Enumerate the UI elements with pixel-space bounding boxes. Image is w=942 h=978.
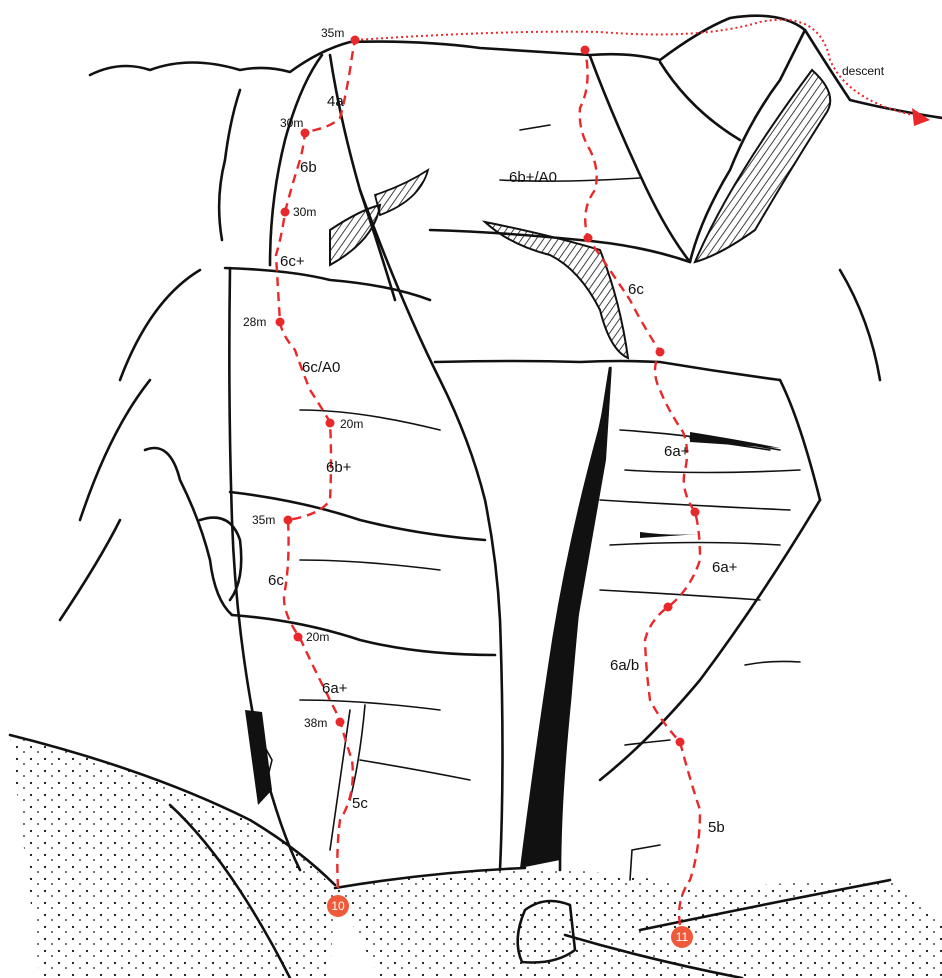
belay-length: 28m (243, 315, 266, 329)
pitch-grade: 6a+ (322, 680, 348, 697)
pitch-grade: 6b (300, 159, 317, 176)
belay-length: 20m (306, 630, 329, 644)
belay-length: 38m (304, 716, 327, 730)
pitch-grade: 6a/b (610, 657, 639, 674)
belay-anchor (284, 516, 293, 525)
belay-anchor (581, 46, 590, 55)
pitch-grade: 6a+ (712, 559, 738, 576)
belay-anchor (656, 348, 665, 357)
pitch-grade: 6a+ (664, 443, 690, 460)
belay-anchor (676, 738, 685, 747)
belay-length: 35m (252, 513, 275, 527)
pitch-grade: 6b+/A0 (509, 169, 557, 186)
descent-label: descent (842, 64, 885, 78)
pitch-grade: 5b (708, 819, 725, 836)
belay-length: 30m (280, 116, 303, 130)
belay-anchor (294, 633, 303, 642)
pitch-grade: 6b+ (326, 459, 352, 476)
belay-anchor (351, 36, 360, 45)
belay-anchor (281, 208, 290, 217)
belay-anchor (326, 419, 335, 428)
route-number: 10 (331, 899, 345, 913)
pitch-grade: 6c+ (280, 253, 305, 270)
pitch-grade: 5c (352, 795, 368, 812)
pitch-grade: 4a (327, 93, 344, 110)
belay-anchor (276, 318, 285, 327)
pitch-grade: 6c/A0 (302, 359, 340, 376)
belay-anchor (584, 234, 593, 243)
belay-length: 30m (293, 205, 316, 219)
descent-arrow-icon (912, 108, 930, 126)
descent-path: descent (356, 20, 930, 126)
belay-length: 20m (340, 417, 363, 431)
belay-anchor (664, 603, 673, 612)
route-number: 11 (676, 930, 689, 944)
belay-anchor (336, 718, 345, 727)
pitch-grade: 6c (268, 572, 284, 589)
belay-anchor (691, 508, 700, 517)
pitch-grade: 6c (628, 281, 644, 298)
belay-length: 35m (321, 26, 344, 40)
ground-scree (10, 735, 942, 978)
